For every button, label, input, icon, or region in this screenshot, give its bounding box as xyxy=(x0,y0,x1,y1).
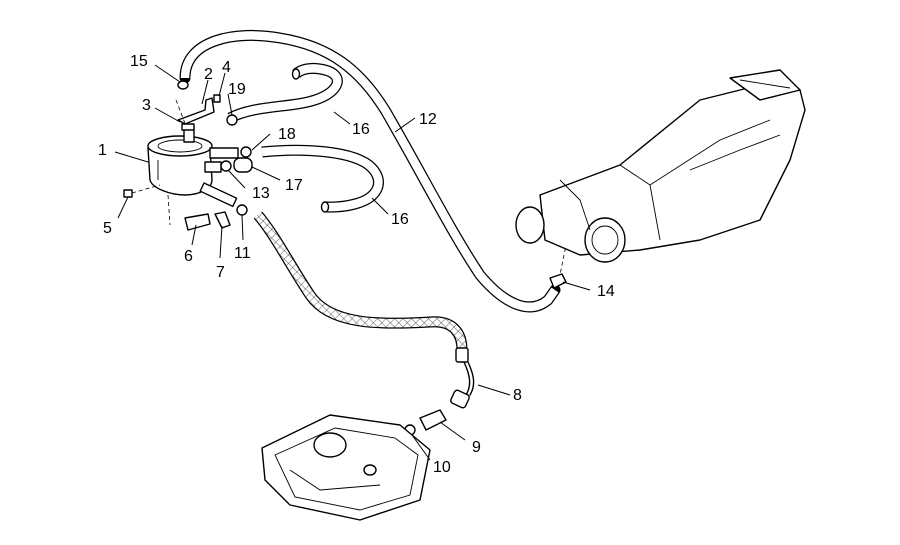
callout-3: 3 xyxy=(142,97,151,114)
hose-16-upper xyxy=(227,62,343,123)
callout-7: 7 xyxy=(216,264,225,281)
callout-labels: 15 2 4 3 19 1 5 6 7 11 13 17 18 16 16 12… xyxy=(98,53,615,476)
oil-breather-tank xyxy=(147,127,239,208)
callout-16-lower: 16 xyxy=(391,211,409,228)
braided-hose-8 xyxy=(253,211,475,409)
callout-14: 14 xyxy=(597,283,615,300)
callout-9: 9 xyxy=(472,439,481,456)
callout-5: 5 xyxy=(103,220,112,237)
callout-18: 18 xyxy=(278,126,296,143)
callout-6: 6 xyxy=(184,248,193,265)
callout-11: 11 xyxy=(234,245,251,262)
callout-8: 8 xyxy=(513,387,522,404)
callout-12: 12 xyxy=(419,111,437,128)
callout-16-upper: 16 xyxy=(352,121,370,138)
callout-4: 4 xyxy=(222,59,231,76)
callout-1: 1 xyxy=(98,142,107,159)
oil-sump xyxy=(261,414,431,521)
callout-17: 17 xyxy=(285,177,303,194)
airbox xyxy=(515,69,806,263)
small-parts xyxy=(123,80,567,436)
hose-16-lower xyxy=(261,144,384,213)
hose-12 xyxy=(179,30,561,313)
leader-lines xyxy=(114,64,591,461)
callout-2: 2 xyxy=(204,66,213,83)
callout-19: 19 xyxy=(228,81,246,98)
callout-13: 13 xyxy=(252,185,270,202)
callout-10: 10 xyxy=(433,459,451,476)
callout-15: 15 xyxy=(130,53,148,70)
